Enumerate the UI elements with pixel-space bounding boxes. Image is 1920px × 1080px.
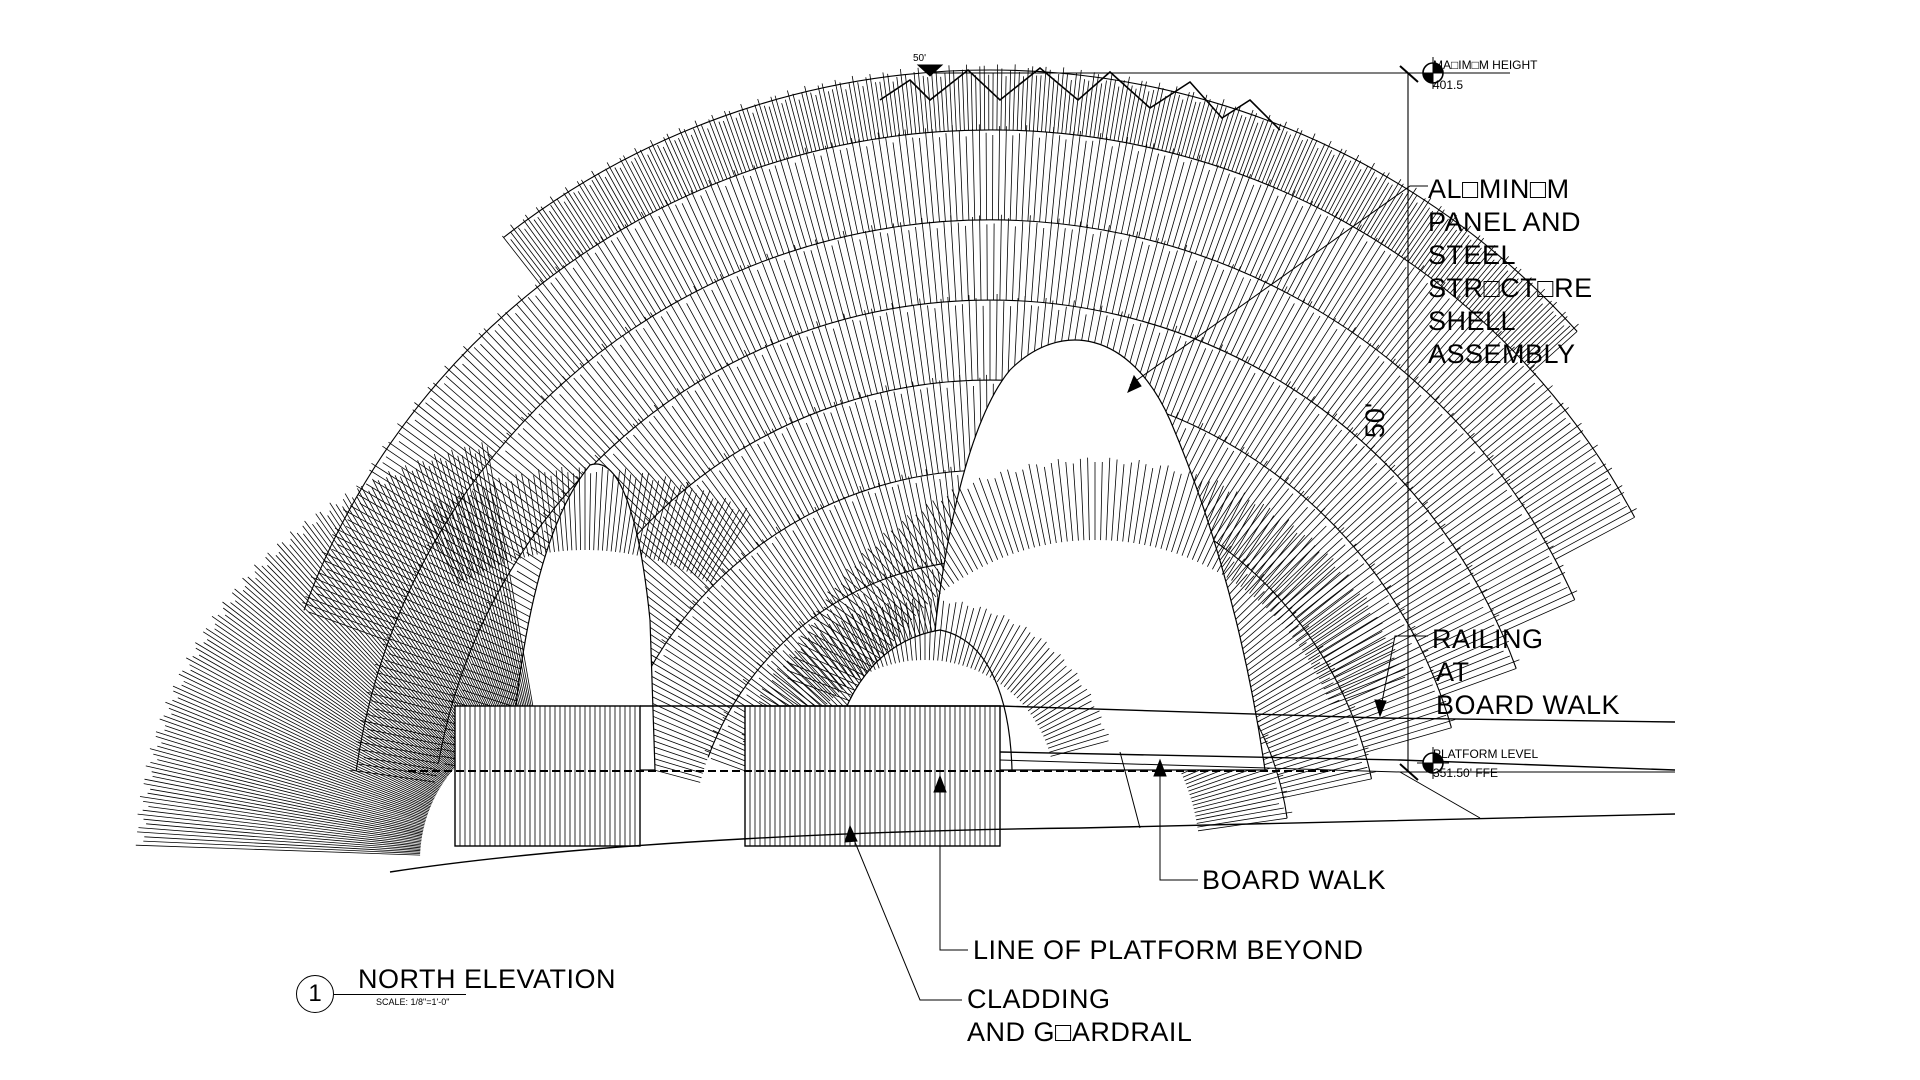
- shell-rib-edge-7: [503, 69, 1578, 332]
- max-height-value: 401.5: [1433, 78, 1464, 92]
- platform-level-marker-quadrant-a: [1433, 753, 1443, 763]
- platform-line-leader-arrow: [933, 774, 947, 793]
- page-title: NORTH ELEVATION: [358, 964, 617, 994]
- boardwalk-leader: [1159, 762, 1198, 881]
- dimension-ticks: [1399, 65, 1419, 781]
- shell-leader-arrow: [1127, 374, 1142, 393]
- cladding-callout-line-1: CLADDING: [967, 984, 1111, 1014]
- shell-callout-line-6: ASSEMBLY: [1428, 339, 1576, 369]
- shell-leader: [1129, 185, 1428, 386]
- left-arch-opening: [509, 463, 656, 771]
- top-dimension-marker: 50': [913, 53, 927, 64]
- cladding-block-middle: [744, 705, 1001, 847]
- leader-lines: [844, 57, 1510, 1001]
- max-height-marker-quadrant-a: [1433, 63, 1443, 73]
- shell-rib-6: [302, 124, 1637, 642]
- boardwalk-line: [999, 751, 1676, 771]
- shell-callout-line-2: PANEL AND: [1428, 207, 1582, 237]
- platform-level-marker-quadrant-b: [1423, 763, 1433, 773]
- right-arch-ring: [787, 457, 1406, 705]
- shell-rib-edge-6: [303, 129, 1636, 611]
- shell-callout-line-3: STEEL: [1428, 240, 1517, 270]
- max-height-marker-cross: [1417, 57, 1449, 89]
- shell-callout: AL□MIN□M PANEL AND STEEL STR□CT□RE SHELL…: [1428, 173, 1593, 371]
- drawing-scale: SCALE: 1/8"=1'-0": [376, 997, 450, 1007]
- platform-level-marker-cross: [1417, 747, 1449, 779]
- cladding-callout-line-2: AND G□ARDRAIL: [967, 1017, 1193, 1047]
- drawing-number: 1: [308, 980, 322, 1007]
- cladding-leader-arrow: [844, 824, 858, 843]
- cladding-block-left-hatch: [454, 706, 641, 846]
- drawing-number-circle: 1: [296, 975, 334, 1013]
- left-shell-fan: [135, 442, 537, 856]
- boardwalk-callout: BOARD WALK: [1202, 865, 1387, 895]
- railing-leader-arrow: [1374, 699, 1387, 718]
- railing-callout-line-3: BOARD WALK: [1436, 690, 1621, 720]
- max-height-marker-quadrant-b: [1423, 73, 1433, 83]
- shell-crown-zigzag: [879, 66, 1281, 131]
- boardwalk-supports: [1119, 751, 1481, 829]
- cladding-block-middle-hatch: [744, 706, 1001, 846]
- railing-leader: [1379, 635, 1428, 713]
- max-height-marker: [1417, 57, 1449, 89]
- shell-callout-line-5: SHELL: [1428, 306, 1517, 336]
- railing-callout-line-1: RAILING: [1432, 624, 1544, 654]
- cladding-callout: CLADDING AND G□ARDRAIL: [967, 983, 1192, 1049]
- ground-line: [389, 813, 1676, 873]
- railing-callout-line-2: AT: [1436, 657, 1470, 687]
- cladding-block-left: [454, 705, 641, 847]
- max-height-label: MA□IM□M HEIGHT: [1433, 58, 1538, 72]
- railing-line: [640, 705, 1676, 723]
- shell-rib-5: [350, 214, 1578, 783]
- platform-level-label: PLATFORM LEVEL: [1433, 747, 1539, 761]
- platform-line-callout: LINE OF PLATFORM BEYOND: [973, 935, 1364, 965]
- shell-rib-edge-5: [355, 219, 1576, 771]
- cladding-leader: [849, 829, 962, 1001]
- shell-callout-line-1: AL□MIN□M: [1428, 174, 1570, 204]
- platform-level-value: 351.50' FFE: [1433, 766, 1498, 780]
- base-elements: [389, 705, 1676, 873]
- height-dimension: 50': [1360, 402, 1391, 439]
- shell-rib-7: [502, 64, 1579, 372]
- top-marker-triangle: [916, 64, 944, 77]
- boardwalk-leader-arrow: [1153, 758, 1167, 777]
- railing-callout: RAILING AT BOARD WALK: [1432, 623, 1620, 722]
- shell-structure: [135, 64, 1637, 856]
- shell-rib-edge-4: [437, 299, 1517, 763]
- platform-line-leader: [939, 778, 968, 951]
- platform-level-marker: [1417, 747, 1449, 779]
- title-underline: [334, 994, 466, 995]
- shell-callout-line-4: STR□CT□RE: [1428, 273, 1593, 303]
